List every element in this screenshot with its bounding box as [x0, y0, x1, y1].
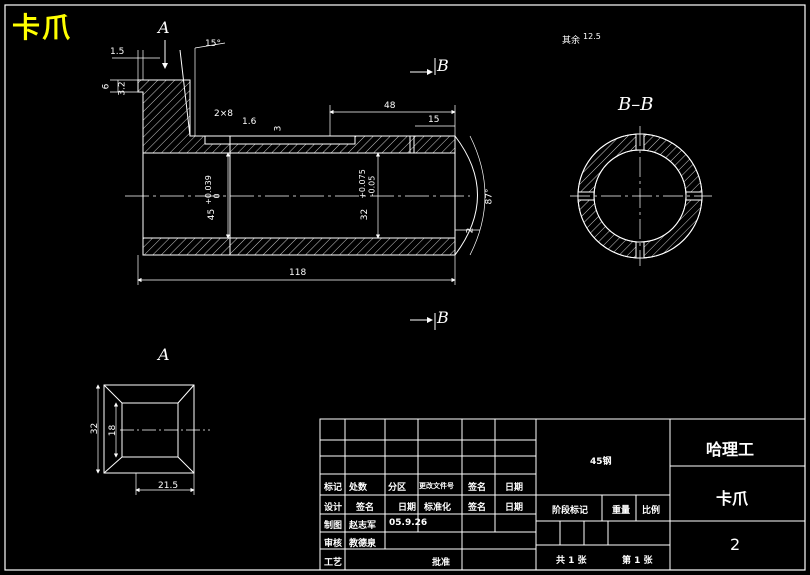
- tb-total-label: 共 1 张: [556, 556, 587, 566]
- tb-r1-c6: 日期: [505, 483, 524, 493]
- section-markers: [162, 40, 436, 330]
- dim-48: 48: [384, 101, 396, 111]
- dim-32: 32: [360, 208, 371, 221]
- tb-r4-c2: 教德泉: [349, 539, 377, 549]
- tb-r2-c6: 日期: [505, 503, 524, 513]
- tb-weight-label: 重量: [612, 506, 631, 516]
- tb-part-name: 卡爪: [716, 489, 749, 508]
- tb-r1-c4: 更改文件号: [419, 482, 454, 490]
- dim-45-tol-up: +0.039: [203, 175, 213, 205]
- section-bb-view: [570, 126, 712, 266]
- dim-118: 118: [289, 268, 307, 278]
- tb-r2-c3: 日期: [398, 503, 417, 513]
- dim-3: 3: [273, 125, 284, 132]
- tb-r3-c2: 赵志军: [349, 521, 377, 531]
- main-dimensions: [110, 42, 486, 285]
- dim-va-32: 32: [90, 422, 101, 435]
- dim-32-tol-lo: -0.05: [367, 175, 377, 197]
- tb-r2-c4: 标准化: [424, 503, 452, 513]
- title-block-grid: [319, 418, 806, 571]
- tb-scale-label: 比例: [642, 506, 661, 516]
- tb-r1-c3: 分区: [388, 483, 407, 493]
- tb-r3-c1: 制图: [324, 521, 343, 531]
- tb-r5-c2: 批准: [432, 558, 451, 568]
- section-ref-b-bottom: B: [437, 308, 449, 327]
- tb-r1-c5: 签名: [468, 483, 487, 493]
- tb-r4-c1: 审核: [324, 539, 343, 549]
- dim-va-21-5: 21.5: [158, 481, 179, 491]
- tb-r1-c1: 标记: [324, 483, 343, 493]
- dim-32-tol-up: +0.075: [357, 169, 367, 199]
- section-ref-a-top: A: [158, 18, 170, 37]
- dim-45-tol-lo: 0: [212, 193, 222, 199]
- tb-stage-label: 阶段标记: [552, 506, 589, 516]
- dim-1-6: 1.6: [242, 117, 257, 127]
- tb-material: 45钢: [590, 457, 612, 467]
- section-ref-b-top: B: [437, 56, 449, 75]
- main-section-view: [137, 49, 478, 256]
- tb-r3-c3: 05.9.26: [389, 518, 428, 528]
- tb-r5-c1: 工艺: [324, 558, 343, 568]
- dim-2: 2: [465, 227, 476, 234]
- tb-sheet-no: 2: [730, 535, 741, 554]
- tb-company: 哈理工: [706, 440, 755, 459]
- view-a: [95, 384, 210, 495]
- roughness-value: 12.5: [583, 32, 601, 41]
- dim-va-18: 18: [108, 424, 119, 437]
- dim-45: 45: [207, 208, 218, 221]
- dim-15: 15: [428, 115, 440, 125]
- dim-87deg: 87°: [484, 188, 495, 205]
- roughness-note: 其余: [562, 36, 581, 46]
- dim-2x8: 2×8: [214, 109, 233, 119]
- tb-r2-c1: 设计: [324, 503, 343, 513]
- tb-r2-c5: 签名: [468, 503, 487, 513]
- section-bb-title: B–B: [618, 94, 654, 115]
- dim-3-2: 3.2: [117, 81, 128, 96]
- tb-page-label: 第 1 张: [622, 556, 653, 566]
- tb-r1-c2: 处数: [349, 483, 368, 493]
- dim-1-5: 1.5: [110, 47, 125, 57]
- tb-r2-c2: 签名: [356, 503, 375, 513]
- dim-15deg: 15°: [205, 39, 221, 49]
- view-a-title: A: [158, 345, 170, 364]
- drawing-title: 卡爪: [12, 11, 73, 44]
- dim-6: 6: [101, 83, 112, 90]
